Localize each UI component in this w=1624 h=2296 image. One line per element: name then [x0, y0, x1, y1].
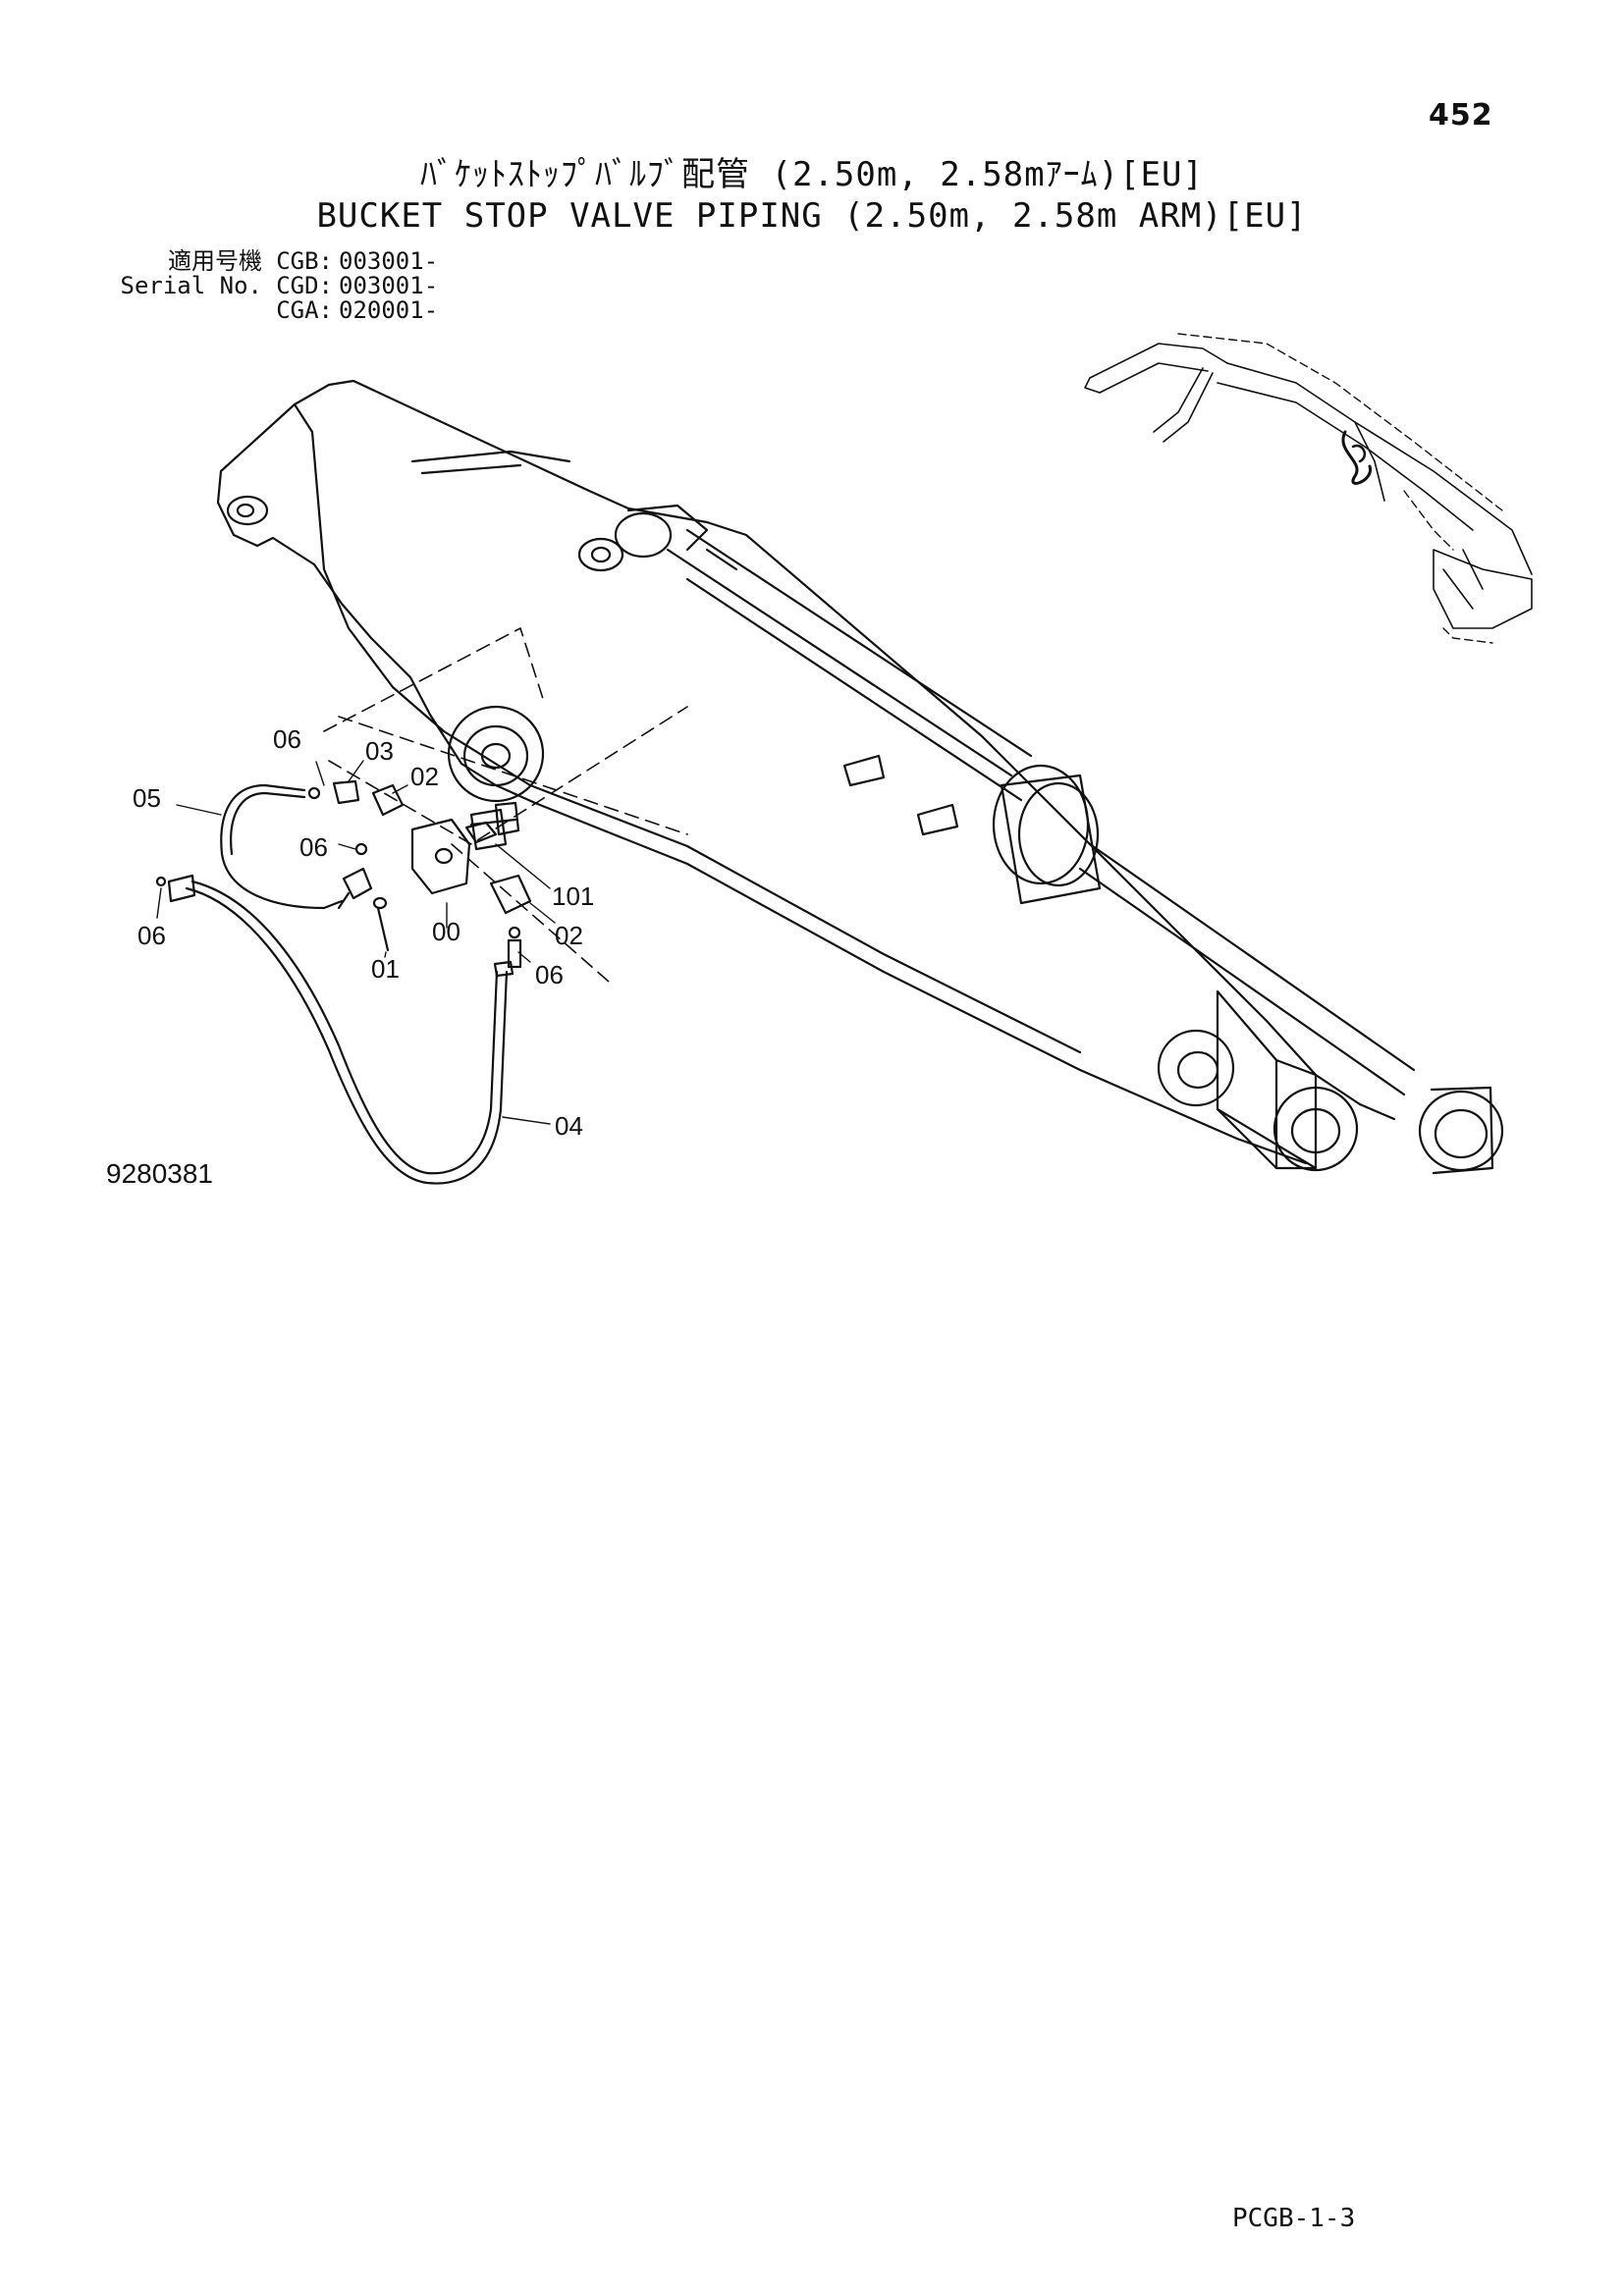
drawing-number: 9280381: [106, 1158, 214, 1189]
callout-01: 01: [371, 954, 400, 984]
callout-05: 05: [133, 783, 161, 813]
callout-04: 04: [555, 1111, 583, 1141]
serial-row: 適用号機 CGB: 003001-: [110, 249, 438, 274]
callout-06-mid: 06: [299, 832, 328, 862]
serial-value: 003001-: [339, 272, 439, 299]
serial-label-en: Serial No.: [120, 272, 263, 299]
page-number: 452: [1429, 98, 1493, 133]
callout-00: 00: [432, 917, 460, 946]
locator-thumbnail: [1084, 343, 1533, 629]
hose-05: [220, 783, 344, 910]
callout-02-upper: 02: [410, 762, 439, 791]
locator-thumbnail-dashes: [1177, 333, 1503, 644]
callout-101: 101: [552, 881, 594, 911]
pivot-bosses: [447, 705, 1504, 1175]
guide-lines: [323, 627, 688, 983]
parts-diagram: 06 03 02 05 06 101 06 00 02 01 06 04: [133, 333, 1533, 1185]
serial-row: CGA: 020001-: [110, 298, 438, 323]
serial-row: Serial No. CGD: 003001-: [110, 272, 439, 299]
hydraulic-cylinder: [614, 504, 1416, 1096]
title-japanese: ﾊﾞｹｯﾄｽﾄｯﾌﾟﾊﾞﾙﾌﾞ配管 (2.50m, 2.58mｱｰﾑ)[EU]: [420, 155, 1204, 194]
serial-value: 003001-: [339, 247, 439, 275]
leader-lines: [156, 760, 556, 1125]
page-code: PCGB-1-3: [1232, 2204, 1356, 2233]
valve-assembly: [307, 779, 532, 969]
callout-06-lower: 06: [535, 960, 564, 989]
serial-block: 適用号機 CGB: 003001- Serial No. CGD: 003001…: [110, 249, 439, 323]
serial-code: CGA:: [276, 296, 333, 324]
callout-06-top: 06: [273, 724, 301, 754]
title-english: BUCKET STOP VALVE PIPING (2.50m, 2.58m A…: [316, 196, 1308, 236]
serial-value: 020001-: [339, 296, 439, 324]
callout-02-lower: 02: [555, 921, 583, 950]
hose-04: [155, 874, 514, 1185]
callout-03: 03: [365, 736, 394, 766]
arm-body: [216, 379, 1396, 1170]
callout-06-left: 06: [137, 921, 166, 950]
serial-label-jp: 適用号機: [168, 247, 262, 275]
serial-code: CGD:: [276, 272, 333, 299]
serial-code: CGB:: [276, 247, 333, 275]
